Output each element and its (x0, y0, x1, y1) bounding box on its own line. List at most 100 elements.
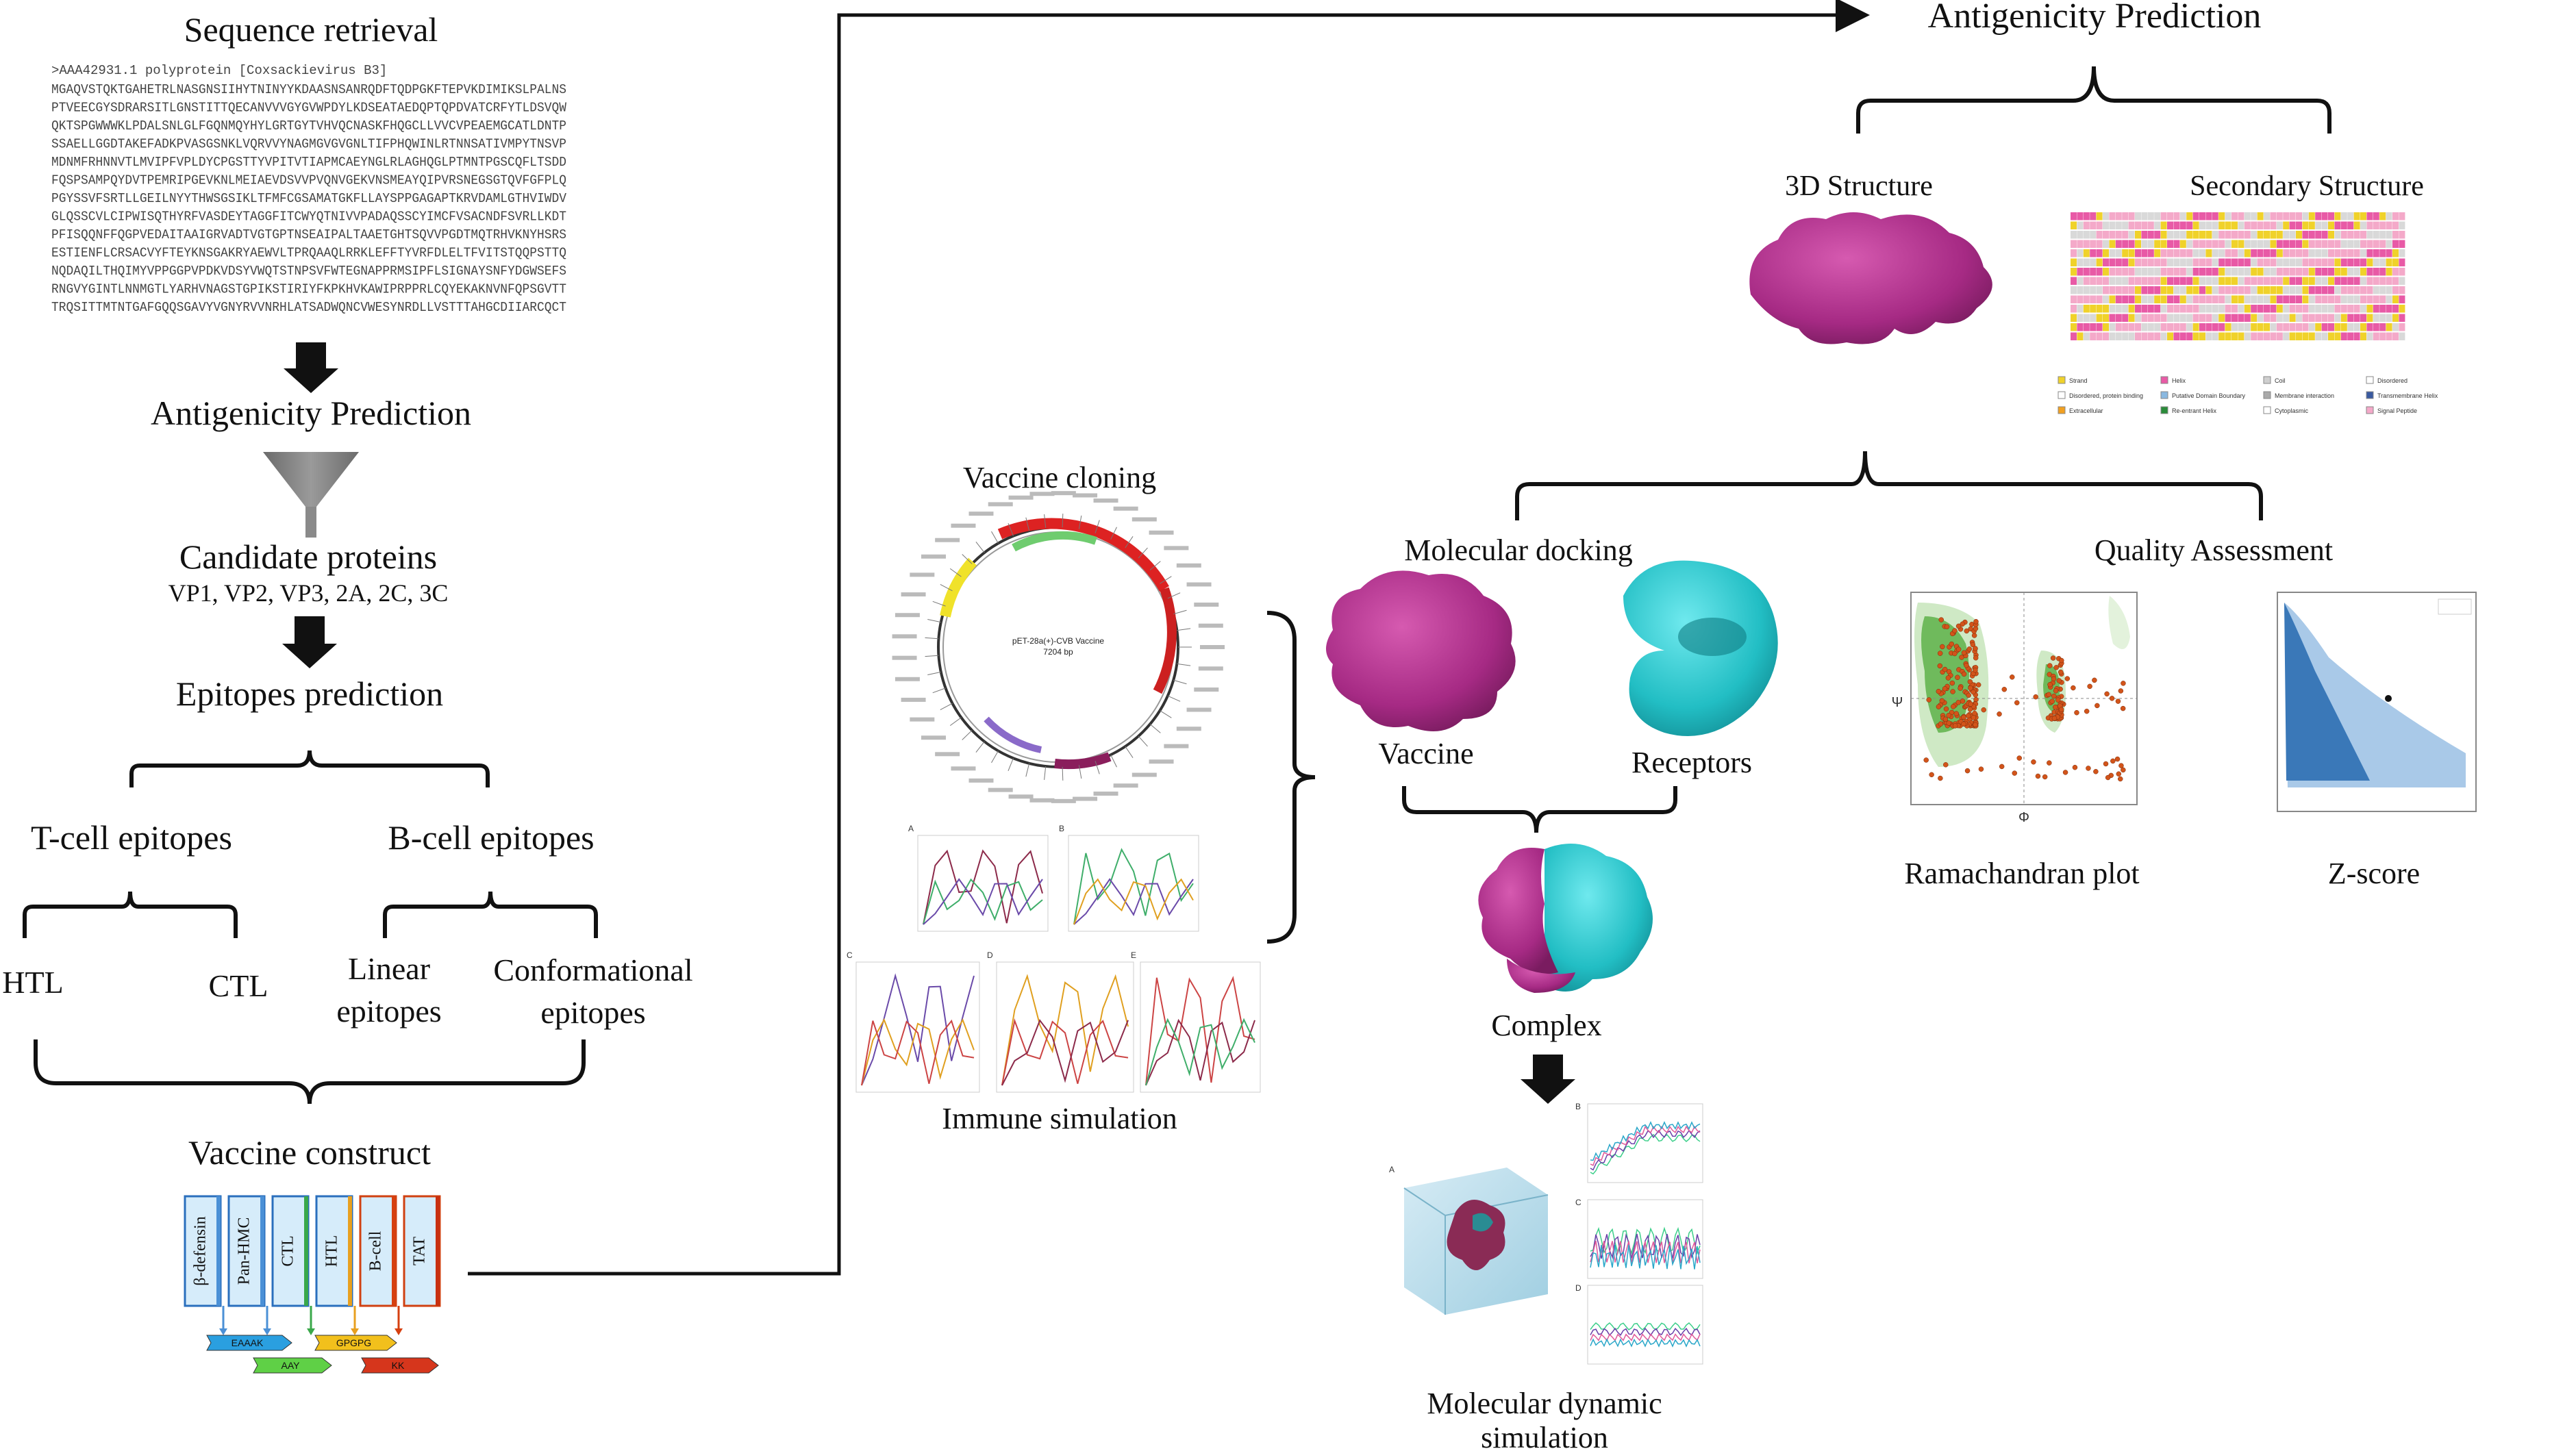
funnel-icon (263, 452, 359, 538)
conformational-label-2: epitopes (540, 995, 645, 1030)
molecular-docking-title: Molecular docking (1404, 533, 1633, 567)
construct-block-label: TAT (411, 1237, 429, 1265)
immune-panel: D (987, 950, 1134, 1093)
plasmid-map: pET-28a(+)-CVB Vaccine 7204 bp (892, 491, 1225, 803)
brace-tcell (23, 891, 238, 938)
ss-legend-label: Signal Peptide (2377, 407, 2417, 414)
vaccine-construct-title: Vaccine construct (188, 1133, 431, 1172)
construct-block: TAT (403, 1195, 441, 1307)
immune-panel-letter: B (1059, 824, 1064, 833)
bcell-epitopes-label: B-cell epitopes (388, 818, 594, 857)
md-water-box (1403, 1168, 1549, 1315)
ramachandran-label: Ramachandran plot (1904, 857, 2139, 890)
down-arrow-1 (284, 342, 338, 393)
linker-arrow: GPGPG (314, 1335, 397, 1351)
candidate-proteins-list: VP1, VP2, VP3, 2A, 2C, 3C (168, 579, 449, 607)
conformational-label-1: Conformational (493, 952, 692, 987)
rama-phi-label: Φ (2018, 810, 2029, 825)
sequence-line: RNGVYGINTLNNMGTLYARHVNAGSTGPIKSTIRIYFKPK… (51, 282, 566, 297)
3d-structure-protein (1749, 212, 1992, 344)
down-arrow-complex (1521, 1055, 1575, 1104)
htl-label: HTL (2, 965, 63, 1000)
linker-arrow: AAY (253, 1357, 332, 1374)
linker-label: GPGPG (336, 1337, 371, 1348)
construct-block: HTL (315, 1195, 359, 1335)
md-label-2: simulation (1481, 1421, 1608, 1451)
immune-panel: E (1131, 950, 1261, 1093)
sequence-line: QKTSPGWWWKLPDALSNLGLFGQNMQYHYLGRTGYTVHVQ… (51, 118, 566, 134)
zscore-label: Z-score (2328, 857, 2420, 890)
sequence-line: ESTIENFLCRSACVYFTEYKNSGAKRYAEWVLTPRQAAQL… (51, 246, 566, 261)
ss-legend-label: Cytoplasmic (2275, 407, 2309, 414)
ctl-label: CTL (209, 968, 268, 1003)
sequence-line: PGYSSVFSRTLLGEILNYYTHWSGSIKLTFMFCGSAMATG… (51, 191, 567, 206)
sequence-line: NQDAQILTHQIMYVPPGGPVPDKVDSYVWQTSTNPSVFWT… (51, 264, 566, 279)
receptor-protein (1623, 560, 1778, 736)
sequence-line: MDNMFRHNNVTLMVIPFVPLDYCPGSTTYVPITVTIAPMC… (51, 155, 566, 170)
sequence-retrieval-title: Sequence retrieval (184, 10, 438, 49)
zscore-marker (2385, 695, 2392, 702)
ramachandran-plot: Ψ Φ (1892, 592, 2138, 825)
vaccine-cloning-title: Vaccine cloning (963, 461, 1156, 494)
sequence-line: FQSPSAMPQYDVTPEMRIPGEVKNLMEIAEVDSVVPVQNV… (51, 173, 566, 188)
brace-structure (1515, 451, 2263, 520)
epitopes-prediction-title: Epitopes prediction (176, 674, 443, 713)
immune-panel: A (908, 824, 1049, 932)
vaccine-protein (1326, 570, 1516, 731)
md-chart: D (1575, 1283, 1703, 1365)
construct-block: B-cell (359, 1195, 403, 1335)
ss-legend-label: Strand (2069, 377, 2088, 384)
immune-panel: C (847, 950, 980, 1093)
sequence-line: PFISQQNFFQGPVEDAITAAIGRVADTVGTGPTNSEAIPA… (51, 227, 566, 242)
md-chart-letter: C (1575, 1198, 1581, 1207)
ss-legend-label: Disordered, protein binding (2069, 392, 2143, 399)
plasmid-center-label-1: pET-28a(+)-CVB Vaccine (1012, 636, 1104, 646)
construct-block: Pan-HMC (227, 1195, 271, 1335)
sequence-line: PTVEECGYSDRARSITLGNSTITTQECANVVVGYGVWPDY… (51, 101, 567, 116)
receptors-label: Receptors (1631, 746, 1752, 779)
quality-assessment-title: Quality Assessment (2094, 533, 2333, 567)
md-simulation-charts: B C D (1575, 1102, 1703, 1365)
sequence-line: TRQSITTMTNTGAFGQQSGAVYVGNYRVVNRHLATSADWQ… (51, 300, 566, 315)
ss-legend-label: Transmembrane Helix (2377, 392, 2438, 399)
candidate-proteins-title: Candidate proteins (179, 538, 437, 576)
md-chart: C (1575, 1198, 1703, 1279)
md-label-1: Molecular dynamic (1427, 1387, 1662, 1420)
construct-block: β-defensin (184, 1195, 227, 1335)
linker-label: AAY (282, 1360, 301, 1371)
sequence-block: MGAQVSTQKTGAHETRLNASGNSIIHYTNINYYKDAASNS… (51, 82, 567, 315)
immune-simulation-title: Immune simulation (942, 1102, 1177, 1135)
md-chart-letter: B (1575, 1102, 1581, 1111)
ss-legend-label: Membrane interaction (2275, 392, 2334, 399)
zscore-plot (2277, 592, 2477, 812)
construct-block-label: CTL (279, 1235, 297, 1266)
md-panel-letter-a: A (1389, 1165, 1395, 1174)
sequence-line: GLQSSCVLCIPWISQTHYRFVASDEYTAGGFITCWYQTNI… (51, 210, 566, 225)
md-chart: B (1575, 1102, 1703, 1183)
linker-label: KK (392, 1360, 405, 1371)
construct-block-label: β-defensin (192, 1216, 210, 1286)
immune-panel-letter: A (908, 824, 914, 833)
tcell-epitopes-label: T-cell epitopes (31, 818, 232, 857)
vaccine-label: Vaccine (1378, 737, 1473, 770)
3d-structure-title: 3D Structure (1785, 171, 1933, 202)
secondary-structure-title: Secondary Structure (2190, 171, 2424, 202)
construct-block-label: B-cell (367, 1231, 385, 1271)
brace-top-right (1856, 66, 2331, 134)
down-arrow-2 (282, 616, 337, 668)
brace-middle (1266, 611, 1316, 944)
sequence-line: SSAELLGGDTAKEFADKPVASGSNKLVQRVVYNAGMGVGV… (51, 137, 566, 152)
connector-line (468, 0, 1870, 1276)
complex-label: Complex (1491, 1009, 1601, 1042)
linker-label: EAAAK (232, 1337, 264, 1348)
immune-panel-letter: D (987, 950, 993, 960)
ss-legend-label: Re-entrant Helix (2172, 407, 2217, 414)
linker-arrow: EAAAK (206, 1335, 292, 1351)
vaccine-construct-diagram: β-defensin Pan-HMC CTL HTL B-cell TAT EAAAK GPG… (184, 1195, 441, 1374)
complex-protein (1478, 844, 1653, 993)
ss-legend-label: Extracellular (2069, 407, 2103, 414)
brace-vaccine (34, 1039, 586, 1105)
immune-panel: B (1059, 824, 1199, 932)
